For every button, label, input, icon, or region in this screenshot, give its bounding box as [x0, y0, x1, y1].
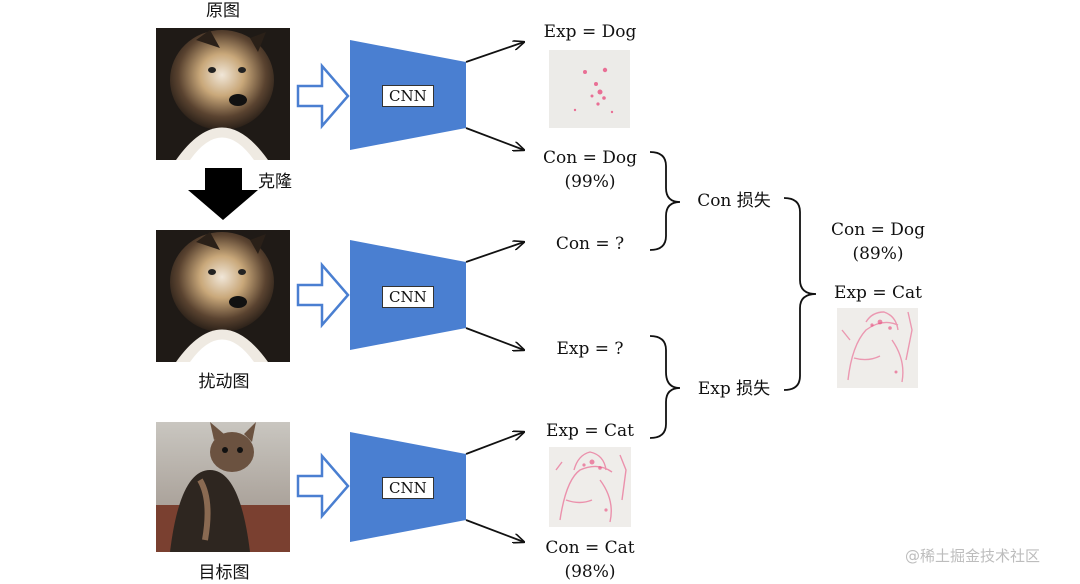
brace-exp [649, 335, 681, 439]
exp-unknown-label: Exp = ? [556, 339, 624, 359]
output-arrows [465, 42, 524, 542]
exp-dog-label: Exp = Dog [543, 22, 637, 42]
brace-con [649, 151, 681, 251]
brace-final [783, 197, 817, 391]
con-dog-percent: (99%) [564, 172, 616, 192]
final-exp-label: Exp = Cat [834, 283, 922, 303]
cnn-label-3: CNN [382, 477, 434, 499]
con-cat-percent: (98%) [564, 562, 616, 582]
con-dog-label: Con = Dog [543, 148, 637, 168]
watermark: @稀土掘金技术社区 [905, 547, 1041, 565]
con-cat-label: Con = Cat [545, 538, 635, 558]
heatmap-final-exp-cat [837, 308, 918, 388]
cnn-label-1: CNN [382, 85, 434, 107]
clone-label: 克隆 [258, 172, 292, 192]
hollow-right-arrow-icon [296, 62, 350, 130]
con-loss-text: Con 损失 [697, 191, 771, 211]
cnn-label-2: CNN [382, 286, 434, 308]
heatmap-exp-cat [549, 447, 631, 527]
target-cat-image [156, 422, 290, 552]
original-dog-image [156, 28, 290, 160]
heatmap-exp-dog [549, 50, 630, 128]
con-loss-label: Con 损失 [682, 190, 786, 212]
exp-cat-label: Exp = Cat [546, 421, 634, 441]
hollow-right-arrow-icon [296, 452, 350, 520]
final-con-percent: (89%) [852, 244, 904, 264]
down-arrow-icon [188, 168, 258, 220]
con-unknown-label: Con = ? [555, 234, 625, 254]
perturbed-dog-image [156, 230, 290, 362]
original-label: 原图 [206, 1, 240, 21]
exp-loss-label: Exp 损失 [682, 378, 786, 400]
final-con-label: Con = Dog [831, 220, 925, 240]
exp-loss-text: Exp 损失 [697, 379, 771, 399]
target-label: 目标图 [198, 563, 250, 583]
perturbed-label: 扰动图 [198, 372, 250, 392]
hollow-right-arrow-icon [296, 261, 350, 329]
